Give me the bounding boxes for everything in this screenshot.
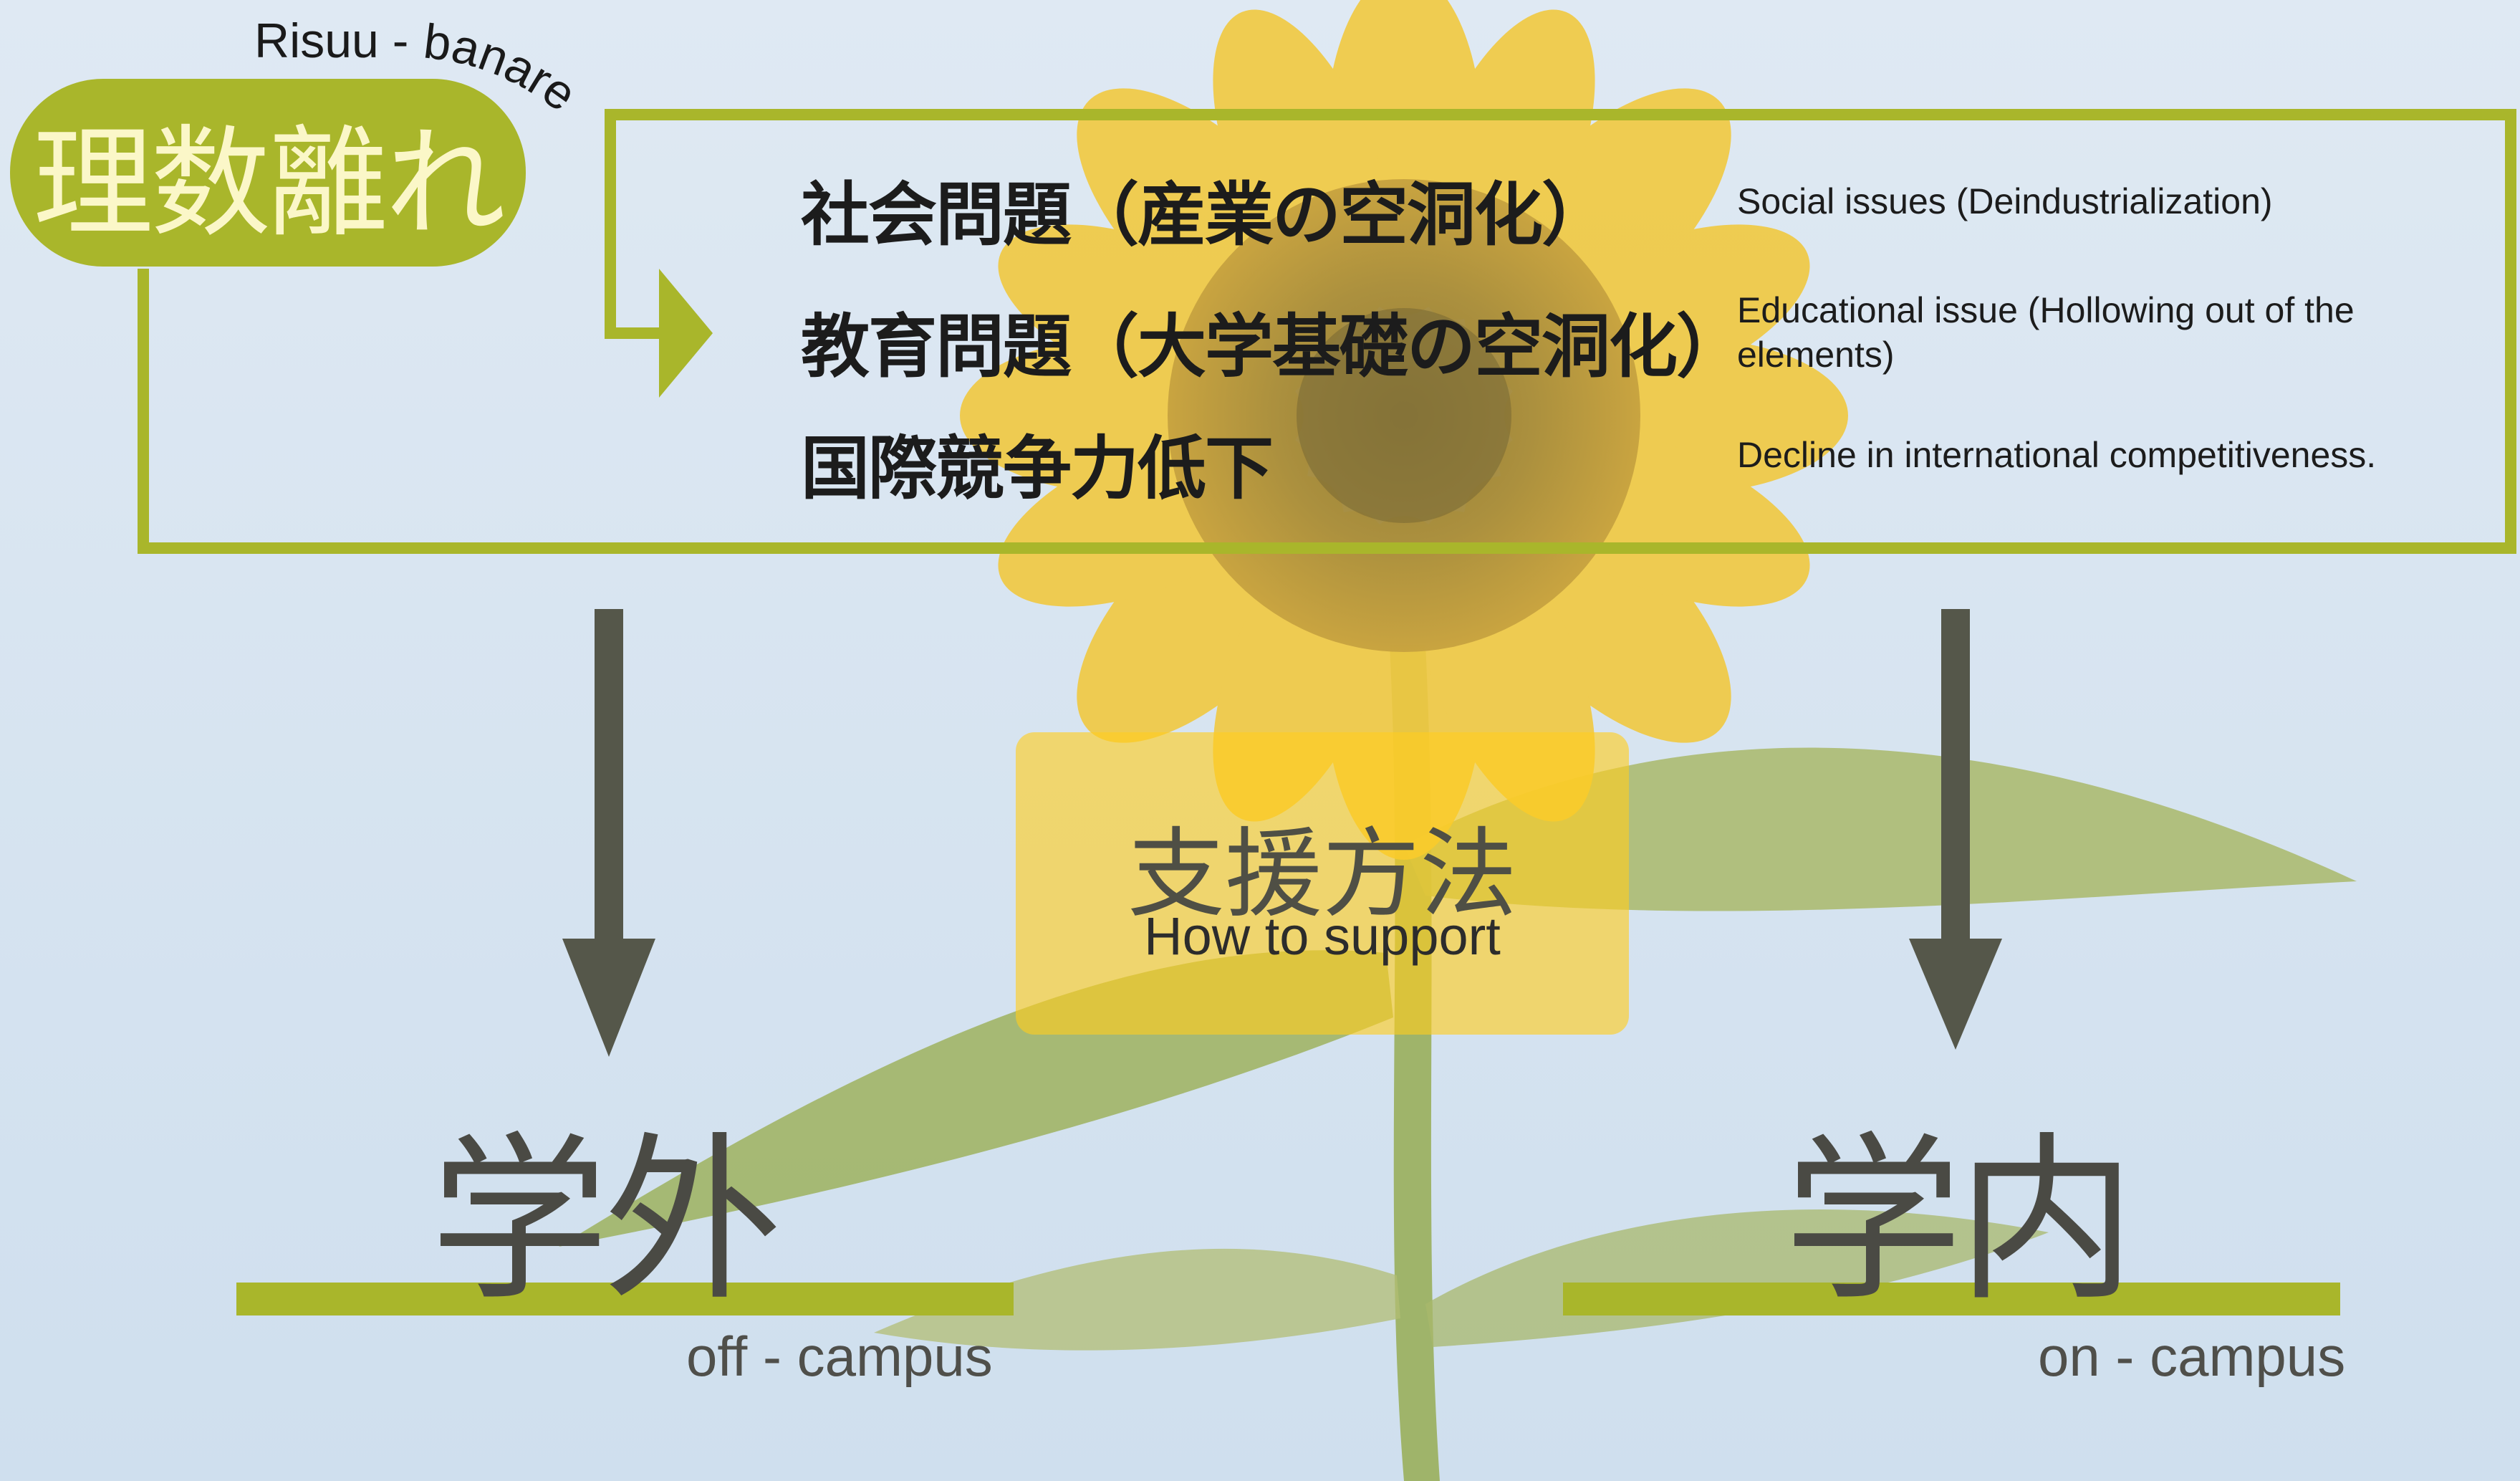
title-reading-text: Risuu - banare [254,14,587,122]
issue-education-jp: 教育問題（大学基礎の空洞化） [801,307,1745,387]
issue-competitiveness-jp: 国際競争力低下 [801,428,1274,509]
issue-education-en: Educational issue (Hollowing out of the … [1737,290,2355,375]
on-campus-underline [1563,1283,2340,1315]
left-arrow-shaft [595,609,623,946]
off-campus-japanese: 学外 [430,1116,782,1325]
issue-competitiveness-en: Decline in international competitiveness… [1737,435,2377,475]
on-campus-english: on - campus [2038,1325,2346,1388]
right-arrow-head [1909,939,2002,1050]
support-box [1016,732,1629,1035]
title-japanese: 理数離れ [33,112,506,254]
off-campus-english: off - campus [686,1325,993,1388]
issue-social-en: Social issues (Deindustrialization) [1737,181,2273,221]
issue-social-jp: 社会問題（産業の空洞化） [801,175,1610,255]
support-english: How to support [1144,906,1501,966]
issues-frame [138,109,2516,554]
on-campus-japanese: 学内 [1784,1116,2136,1325]
right-arrow-shaft [1941,609,1970,946]
support-japanese: 支援方法 [1127,818,1517,931]
off-campus-underline [236,1283,1014,1315]
title-badge: 理数離れ [10,79,526,267]
left-arrow-head [562,939,655,1057]
frame-arrow-head [659,269,713,398]
svg-text:Risuu - banare: Risuu - banare [254,14,587,122]
title-reading: Risuu - banare [254,14,598,129]
